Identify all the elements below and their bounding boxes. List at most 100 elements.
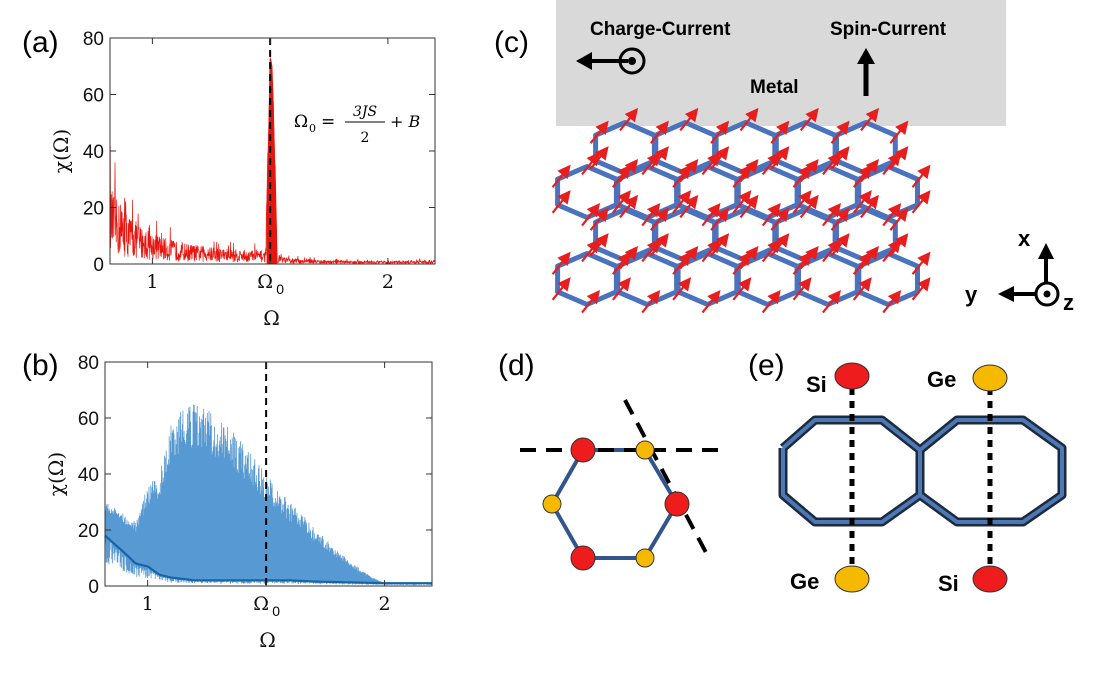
y-axis-label: χ(Ω): [49, 129, 73, 173]
spin-arrow-icon: [889, 146, 909, 170]
spin-arrow-icon: [830, 120, 850, 144]
si-bottom-label: Si: [938, 571, 959, 596]
spin-arrow-icon: [882, 238, 902, 263]
spin-arrow-icon: [641, 289, 661, 314]
panel-label-a: (a): [22, 26, 59, 59]
spin-arrow-icon: [589, 207, 609, 231]
axis-y-label: y: [965, 282, 978, 307]
spin-arrow-icon: [852, 277, 872, 301]
spin-arrow-icon: [770, 207, 790, 231]
spin-arrow-icon: [619, 107, 639, 132]
spin-arrow-icon: [911, 251, 931, 275]
spin-arrow-icon: [641, 151, 661, 176]
y-tick-label: 80: [78, 353, 99, 374]
panel-d: (d): [498, 349, 728, 571]
si-atom: [664, 491, 690, 517]
y-axis-label: χ(Ω): [44, 452, 68, 496]
spin-arrow-icon: [649, 207, 669, 231]
y-tick-label: 0: [93, 255, 104, 276]
spin-arrow-icon: [770, 120, 790, 144]
si-atom: [570, 545, 596, 571]
spin-arrow-icon: [611, 251, 631, 275]
y-tick-label: 60: [78, 409, 99, 430]
spin-arrow-icon: [551, 164, 571, 188]
spin-arrow-icon: [581, 238, 601, 263]
y-tick-label: 80: [83, 29, 104, 50]
mirror-line-diagonal: [623, 399, 712, 561]
spin-current-arrow-icon: [857, 48, 875, 96]
hex-cell: [555, 164, 619, 220]
axis-z-label: z: [1063, 290, 1074, 315]
spin-arrow-icon: [761, 289, 781, 314]
spin-arrow-icon: [732, 277, 752, 301]
x-axis-label: Ω: [263, 306, 280, 330]
spin-arrow-icon: [619, 194, 639, 219]
panel-c: (c) Charge-Current Spin-Current Metal x …: [494, 0, 1074, 315]
x-tick-label: 1: [146, 271, 158, 293]
spin-current-label: Spin-Current: [830, 19, 947, 40]
ge-atom-bottom: [834, 565, 870, 593]
hex-cell: [555, 251, 619, 307]
panel-label-b: (b): [22, 349, 59, 382]
panel-label-e: (e): [748, 349, 785, 382]
spin-arrow-icon: [860, 107, 879, 132]
spin-arrow-icon: [611, 277, 631, 301]
spin-arrow-icon: [911, 277, 931, 301]
y-tick-label: 20: [83, 199, 104, 220]
y-tick-label: 20: [78, 521, 99, 542]
x-tick-label: 2: [379, 593, 391, 615]
spin-arrow-icon: [589, 120, 609, 144]
panel-label-c: (c): [494, 26, 529, 59]
spin-arrow-icon: [882, 151, 902, 176]
spin-arrow-icon: [882, 289, 902, 314]
spin-arrow-icon: [739, 194, 759, 219]
spin-arrow-icon: [649, 120, 669, 144]
spin-arrow-icon: [830, 207, 850, 231]
spin-arrow-icon: [822, 238, 841, 263]
ge-atom-top: [972, 364, 1008, 392]
si-atom-top: [834, 362, 870, 390]
spin-arrow-icon: [792, 277, 812, 301]
axes-icon: x y z: [965, 226, 1074, 315]
spin-arrow-icon: [672, 251, 692, 275]
buckled-hexagons: [778, 415, 1067, 527]
spin-arrow-icon: [701, 151, 721, 176]
spin-arrow-icon: [551, 251, 571, 275]
si-atom: [570, 437, 596, 463]
spin-arrow-icon: [792, 251, 812, 275]
x-tick-label: 1: [142, 593, 154, 615]
spin-arrow-icon: [799, 107, 819, 132]
spin-arrow-icon: [679, 107, 699, 132]
ge-atom: [635, 548, 655, 568]
spin-arrow-icon: [732, 251, 752, 275]
spin-arrow-icon: [701, 238, 721, 263]
spin-arrow-icon: [860, 194, 879, 219]
lower-band: [104, 534, 432, 585]
y-tick-label: 40: [83, 142, 104, 163]
spin-arrow-icon: [761, 151, 781, 176]
annotation-omega0: Ω 0 = 3JS 2 + B: [294, 104, 420, 146]
spin-arrow-icon: [889, 233, 909, 257]
annotation-rhs: + B: [390, 112, 420, 131]
annotation-eq: =: [321, 112, 335, 132]
spin-arrow-icon: [581, 289, 601, 314]
x-tick-label-sub: 0: [276, 281, 284, 297]
spin-arrow-icon: [710, 120, 730, 144]
metal-label: Metal: [750, 77, 799, 98]
spin-arrow-icon: [551, 190, 571, 214]
spin-arrow-icon: [799, 194, 819, 219]
ge-bottom-label: Ge: [790, 569, 819, 594]
spin-arrow-icon: [672, 164, 692, 188]
spin-arrow-icon: [792, 164, 812, 188]
axis-x-label: x: [1018, 226, 1031, 251]
spin-arrow-icon: [822, 289, 841, 314]
spin-arrow-icon: [672, 277, 692, 301]
spin-arrow-icon: [611, 164, 631, 188]
hexagon: [549, 448, 680, 560]
charge-current-icon: [576, 47, 646, 75]
spin-arrow-icon: [739, 107, 759, 132]
ge-top-label: Ge: [927, 367, 956, 392]
